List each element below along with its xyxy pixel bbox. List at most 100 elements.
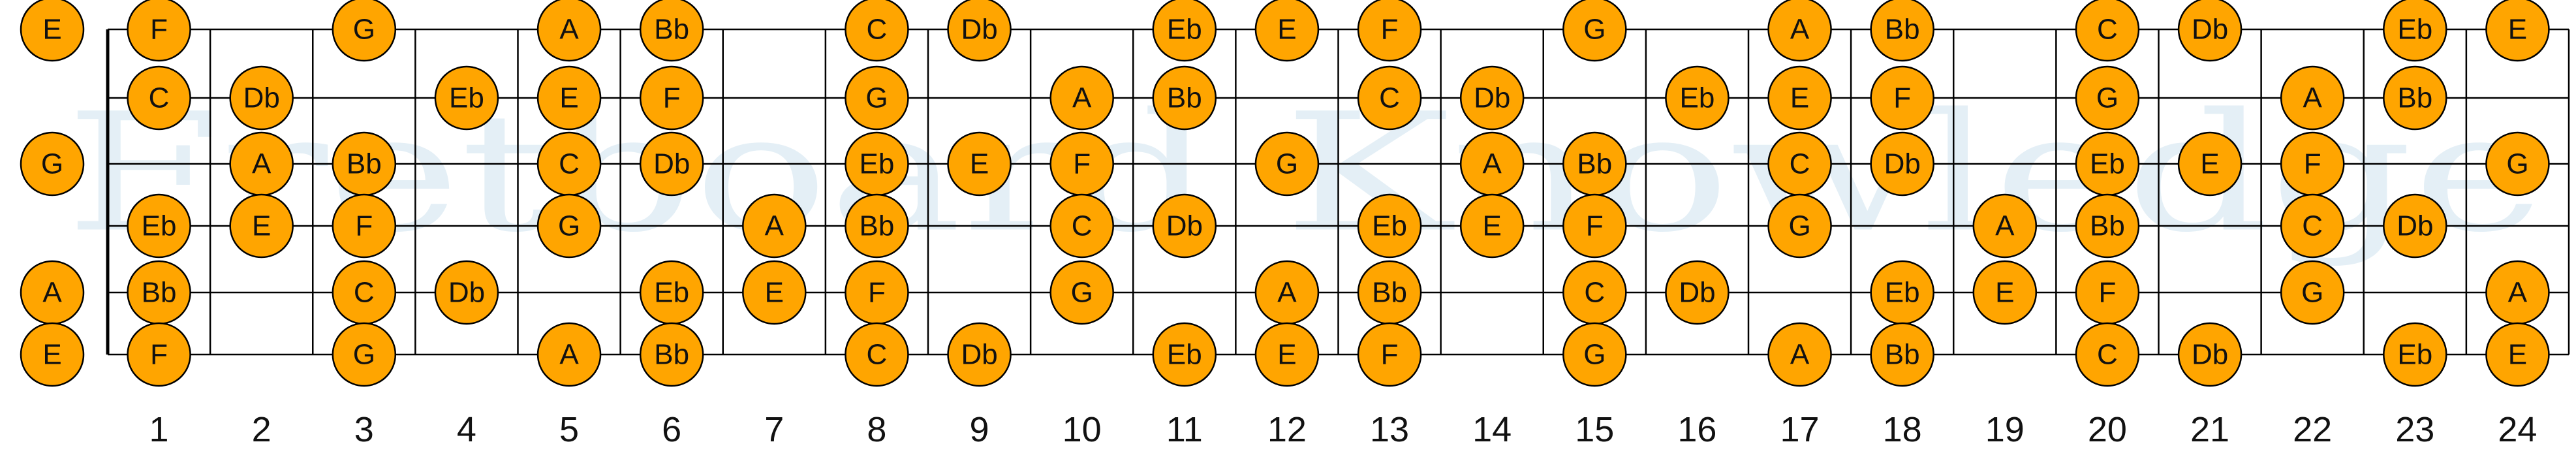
note-marker: Eb [639, 260, 704, 325]
note-circle [2075, 193, 2140, 259]
note-marker: G [2280, 260, 2345, 325]
note-circle [845, 0, 909, 62]
note-label: F [663, 82, 681, 114]
string-lines [108, 28, 2569, 356]
fret-number: 24 [2498, 410, 2537, 449]
note-label: G [2301, 277, 2323, 309]
note-marker: Db [2177, 322, 2242, 387]
fret-number: 11 [1166, 410, 1203, 449]
note-marker: F [332, 193, 397, 259]
note-label: G [1276, 148, 1298, 180]
note-circle [2177, 131, 2242, 197]
note-circle [2177, 0, 2242, 62]
note-label: C [354, 277, 375, 309]
note-marker: G [2075, 65, 2140, 131]
note-circle [1152, 322, 1217, 387]
note-marker: E [742, 260, 807, 325]
note-circle [20, 131, 85, 197]
note-label: Eb [142, 210, 177, 242]
note-marker: Db [434, 260, 499, 325]
note-label: A [1790, 14, 1810, 46]
note-label: E [2508, 339, 2527, 371]
note-marker: A [1459, 131, 1525, 197]
note-label: Bb [1167, 82, 1202, 114]
note-marker: Eb [1152, 0, 1217, 62]
note-marker: G [1562, 322, 1627, 387]
fret-number: 19 [1985, 410, 2025, 449]
note-marker: A [2280, 65, 2345, 131]
note-label: G [41, 148, 63, 180]
note-marker: E [2177, 131, 2242, 197]
note-marker: Bb [1870, 322, 1934, 387]
note-label: A [2508, 277, 2528, 309]
fret-number: 2 [252, 410, 272, 449]
note-label: Bb [1577, 148, 1612, 180]
note-label: E [42, 14, 61, 46]
fret-number: 21 [2190, 410, 2229, 449]
note-marker: E [20, 0, 85, 62]
note-label: Bb [1372, 277, 1407, 309]
note-marker: C [1767, 131, 1832, 197]
note-marker: A [536, 322, 602, 387]
note-marker: A [229, 131, 294, 197]
note-label: Db [243, 82, 280, 114]
fret-number: 3 [354, 410, 374, 449]
note-circle [2075, 0, 2140, 62]
note-circle [332, 0, 397, 62]
note-label: A [1072, 82, 1092, 114]
note-label: C [149, 82, 170, 114]
note-circle [742, 260, 807, 325]
note-label: Eb [1885, 277, 1920, 309]
note-circle [2075, 322, 2140, 387]
note-circle [1049, 193, 1114, 259]
note-label: Db [961, 14, 997, 46]
note-circle [127, 65, 191, 131]
note-circle [1254, 322, 1320, 387]
note-label: A [252, 148, 272, 180]
note-circle [1767, 0, 1832, 62]
note-marker: E [1459, 193, 1525, 259]
note-marker: Db [1459, 65, 1525, 131]
note-marker: Db [639, 131, 704, 197]
note-circle [1254, 0, 1320, 62]
note-label: Bb [1885, 14, 1920, 46]
note-label: E [765, 277, 784, 309]
note-label: F [150, 339, 168, 371]
note-marker: C [536, 131, 602, 197]
note-label: Db [2192, 339, 2228, 371]
note-circle [845, 65, 909, 131]
note-marker: Eb [1357, 193, 1422, 259]
note-marker: Eb [434, 65, 499, 131]
note-circle [127, 0, 191, 62]
note-circle [1357, 322, 1422, 387]
note-label: Bb [347, 148, 382, 180]
note-circle [947, 322, 1012, 387]
note-circle [229, 193, 294, 259]
note-marker: Db [1665, 260, 1730, 325]
note-label: C [2097, 14, 2118, 46]
fret-number: 4 [457, 410, 476, 449]
note-circle [127, 193, 191, 259]
note-marker: C [845, 322, 909, 387]
fret-number: 6 [662, 410, 681, 449]
note-label: Db [1884, 148, 1921, 180]
note-label: C [1790, 148, 1810, 180]
note-label: A [1790, 339, 1810, 371]
fret-number: 5 [559, 410, 579, 449]
note-marker: Db [1152, 193, 1217, 259]
note-circle [1767, 65, 1832, 131]
note-circle [1049, 260, 1114, 325]
note-circle [434, 65, 499, 131]
fret-number: 17 [1780, 410, 1820, 449]
note-circle [639, 0, 704, 62]
note-marker: G [845, 65, 909, 131]
note-label: Bb [654, 339, 689, 371]
note-circle [20, 322, 85, 387]
note-marker: G [1767, 193, 1832, 259]
note-circle [947, 0, 1012, 62]
note-circle [1767, 193, 1832, 259]
note-label: G [1071, 277, 1093, 309]
note-circle [536, 0, 602, 62]
